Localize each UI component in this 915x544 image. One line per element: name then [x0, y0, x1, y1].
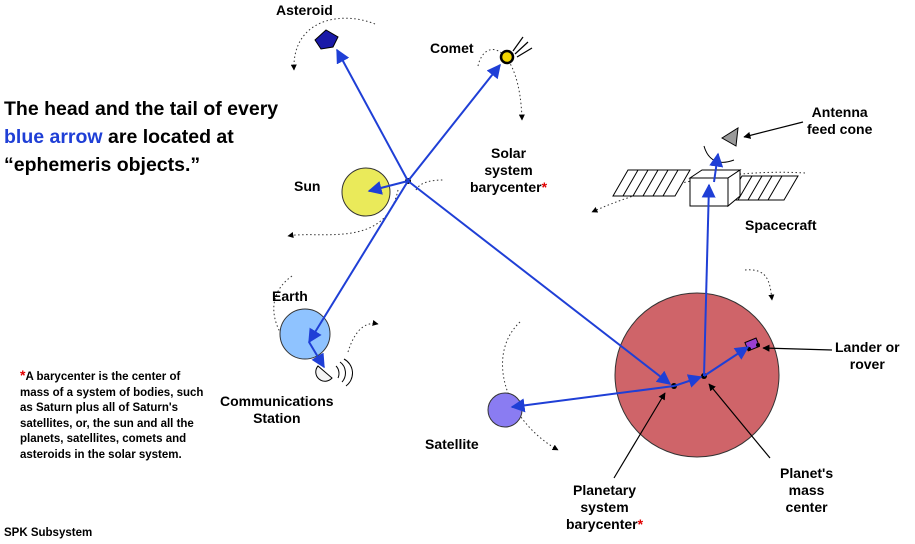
antenna-feed-cone-icon [721, 127, 739, 147]
sun-orbit-arc [287, 189, 399, 238]
arrow-to-planetary-barycenter [407, 180, 672, 385]
asteroid-orbit-arc [290, 17, 376, 71]
planet-orbit-arc [744, 269, 775, 301]
planet-body [614, 292, 780, 458]
arrow-to-earth [308, 180, 409, 344]
sun-body [341, 167, 391, 217]
planetary-barycenter-pointer [613, 392, 666, 479]
satellite-label: Satellite [425, 436, 479, 452]
blue-arrow-highlight: blue arrow [4, 126, 103, 148]
arrow-to-asteroid [336, 48, 409, 182]
arrow-to-feed-cone [709, 152, 724, 183]
arrow-to-comet [407, 63, 501, 182]
left-solar-panel [612, 169, 691, 197]
comet-orbit-arc [477, 49, 525, 121]
spacecraft-label: Spacecraft [745, 217, 817, 233]
satellite-body [487, 392, 523, 428]
station-orbit-arc [347, 320, 379, 353]
arrow-to-sun [367, 180, 409, 195]
planet-mass-center-label: Planet's mass center [780, 465, 834, 515]
planet-mass-center-pointer [708, 383, 771, 459]
lander-label: Lander or rover [835, 339, 900, 372]
asteroid-icon [314, 29, 339, 50]
antenna-dish [703, 145, 735, 163]
arrow-to-spacecraft [701, 183, 716, 377]
sun-label: Sun [294, 178, 321, 194]
lander-pointer [762, 344, 833, 352]
station-dish-icon [315, 358, 353, 387]
comet-icon [499, 36, 533, 65]
spacecraft-icon [612, 127, 799, 208]
arrow-to-station [308, 341, 325, 369]
earth-body [279, 308, 331, 360]
planetary-barycenter-label: Planetary system barycenter* [566, 482, 644, 532]
station-label: Communications Station [220, 393, 334, 426]
comet-label: Comet [430, 40, 474, 56]
arrow-to-planet-center [673, 374, 703, 388]
earth-label: Earth [272, 288, 308, 304]
satellite-orbit-arc [502, 321, 559, 451]
solar-barycenter-label: Solar system barycenter* [470, 145, 548, 195]
headline-text: The head and the tail of every blue arro… [4, 98, 279, 176]
arrow-to-satellite [510, 385, 675, 413]
asteroid-label: Asteroid [276, 2, 333, 18]
solar-barycenter-pointer-dots [415, 179, 444, 191]
spacecraft-orbit-arc [591, 171, 806, 213]
barycenter-footnote: *A barycenter is the center of mass of a… [20, 367, 204, 461]
footer-text: SPK Subsystem [4, 527, 93, 539]
antenna-pointer [743, 121, 804, 139]
arrow-to-lander [703, 346, 750, 377]
antenna-label: Antenna feed cone [807, 104, 873, 137]
